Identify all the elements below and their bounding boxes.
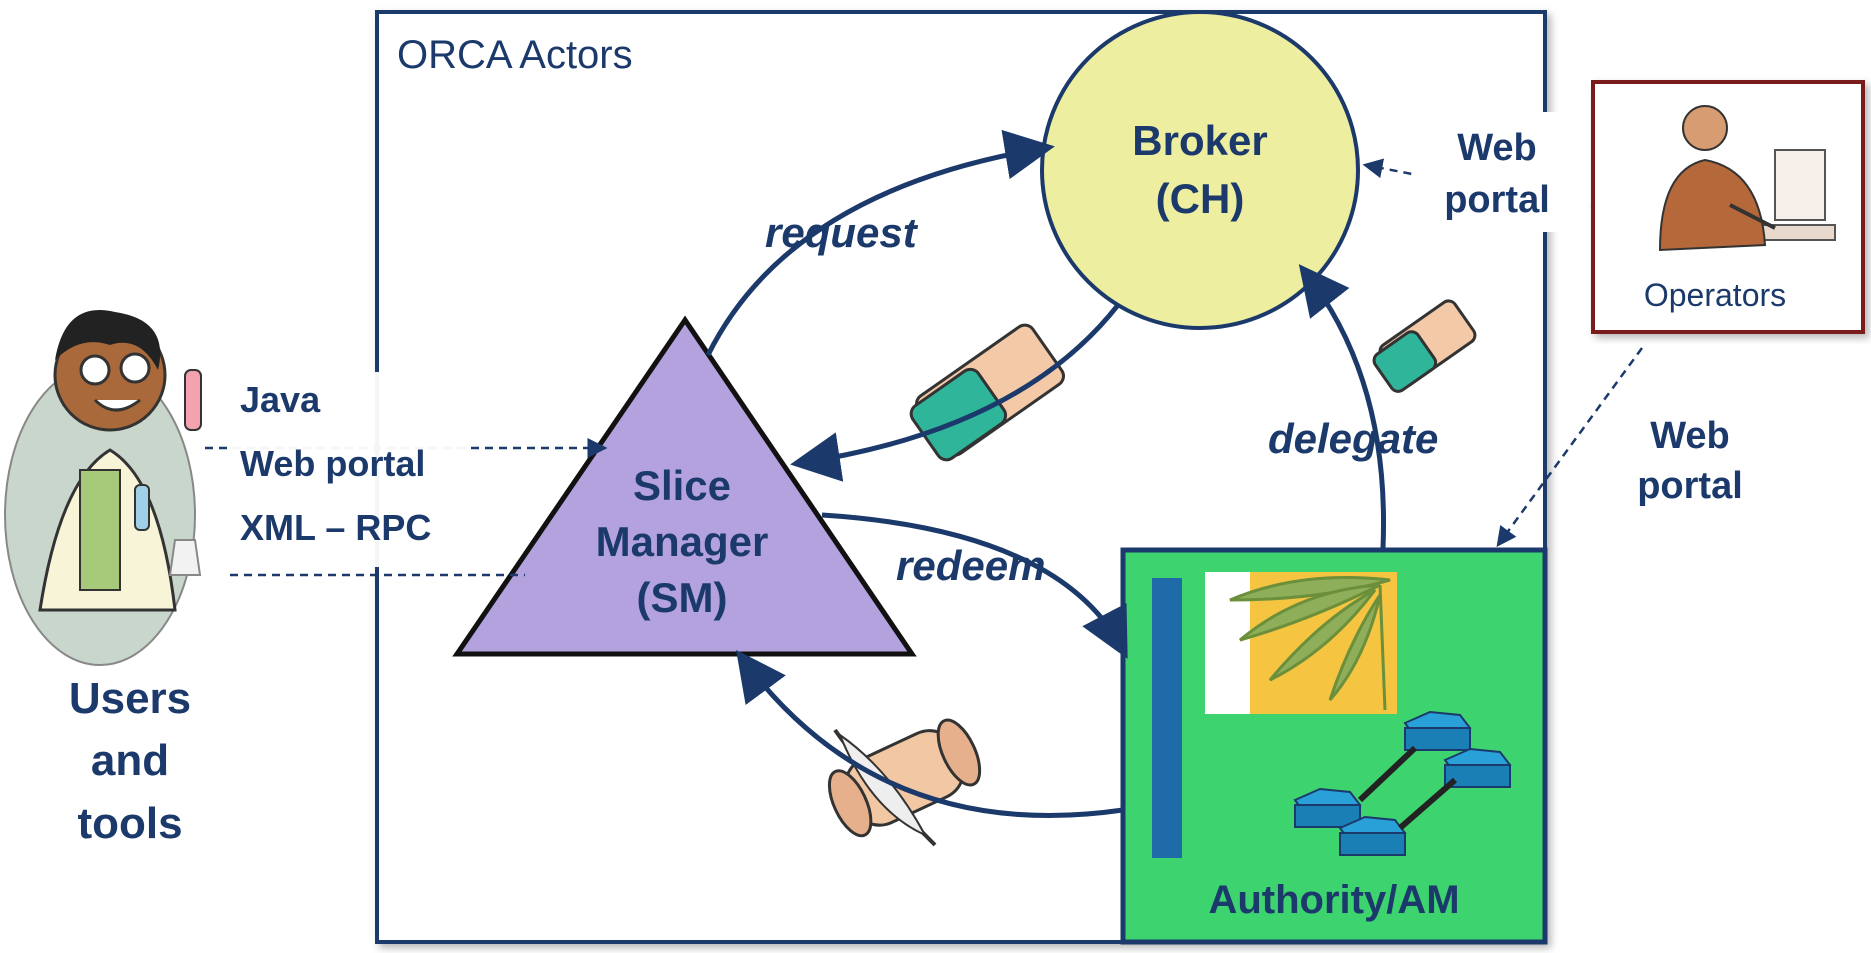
operators-label: Operators	[1644, 277, 1786, 313]
sm-label-line2: Manager	[596, 518, 769, 565]
interface-web-portal: Web portal	[240, 443, 425, 484]
request-label: request	[765, 209, 919, 256]
slice-manager-node[interactable]: Slice Manager (SM)	[452, 315, 917, 657]
scientist-icon	[4, 310, 202, 666]
operator-authority-dashed	[1496, 347, 1644, 548]
authority-label: Authority/AM	[1208, 878, 1459, 922]
interface-xml-rpc: XML – RPC	[240, 507, 431, 548]
ticket-icon-small	[1372, 299, 1477, 393]
sm-label-line1: Slice	[633, 462, 731, 509]
request-arrow	[705, 129, 1055, 357]
web-portal-right-line2: portal	[1637, 465, 1743, 507]
redeem-label: redeem	[896, 542, 1045, 589]
operator-at-computer-icon	[1658, 105, 1836, 252]
operators-box[interactable]: Operators	[1591, 80, 1865, 334]
web-portal-top-label: Web portal	[1415, 112, 1590, 232]
web-portal-top-line2: portal	[1444, 179, 1550, 221]
interfaces-label: Java Web portal XML – RPC	[230, 372, 470, 567]
delegate-label: delegate	[1268, 415, 1438, 462]
redeem-arrow	[821, 512, 1128, 659]
network-router-icon	[1293, 710, 1512, 856]
bamboo-logo-icon	[1205, 572, 1397, 714]
lease-return-arrow	[736, 649, 1124, 818]
broker-label-line2: (CH)	[1156, 175, 1245, 222]
delegate-arrow	[1298, 264, 1386, 549]
frame-title: ORCA Actors	[397, 33, 633, 77]
broker-node[interactable]: Broker (CH)	[1040, 10, 1360, 330]
users-label-line1: Users	[69, 674, 191, 723]
ticket-return-arrow	[790, 303, 1120, 482]
authority-side-bar	[1152, 578, 1182, 858]
interface-java: Java	[240, 379, 321, 420]
broker-label-line1: Broker	[1132, 117, 1267, 164]
web-portal-right-line1: Web	[1650, 415, 1730, 457]
users-label-line2: and	[91, 736, 169, 785]
web-portal-top-line1: Web	[1457, 127, 1537, 169]
sm-label-line3: (SM)	[637, 574, 728, 621]
users-label-line3: tools	[77, 799, 182, 848]
